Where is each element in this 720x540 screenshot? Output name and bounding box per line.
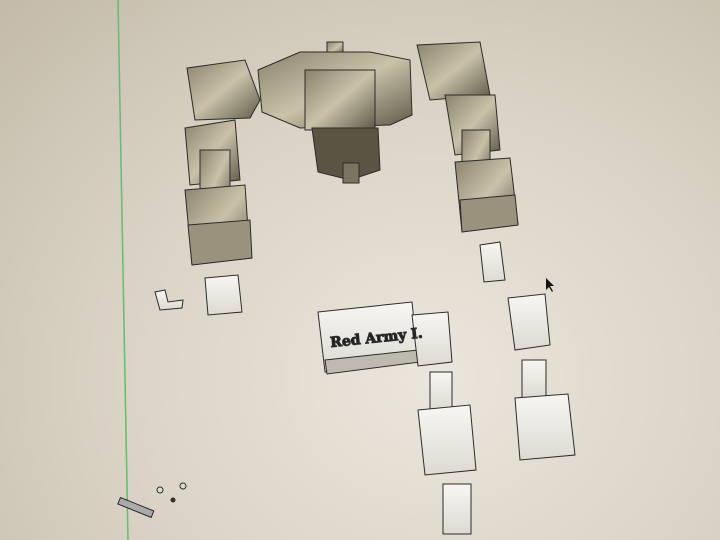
small-parts[interactable] (154, 241, 506, 316)
mouse-cursor-icon (546, 278, 554, 292)
torso-part[interactable] (257, 41, 413, 184)
left-arm-part[interactable] (184, 59, 261, 266)
pin-parts[interactable] (117, 482, 187, 519)
right-arm-part[interactable] (416, 41, 519, 233)
red-army-label-part[interactable]: Red Army I. (317, 301, 453, 375)
leg-parts[interactable] (417, 293, 576, 535)
y-axis-line (117, 0, 129, 540)
